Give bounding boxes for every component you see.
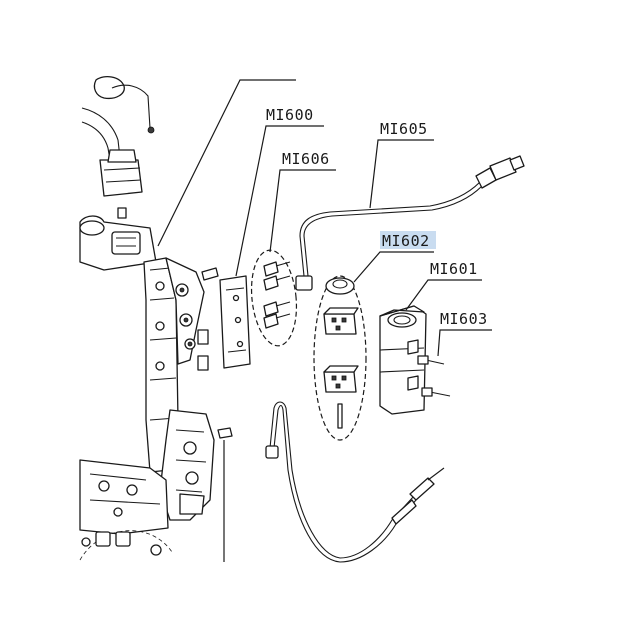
label-mi603: MI603 [440, 310, 488, 328]
mi605-sensor-cable [295, 155, 525, 291]
mi603-leader-line [437, 329, 492, 357]
temperature-probe [265, 401, 445, 563]
label-mi606: MI606 [282, 150, 330, 168]
label-mi602: MI602 [382, 232, 430, 250]
mi601-leader-line [405, 279, 482, 311]
label-mi600: MI600 [266, 106, 314, 124]
frame-assembly [79, 75, 233, 561]
mi605-leader-line [369, 139, 434, 209]
mi602-leader-line [353, 251, 434, 283]
mi602-seal-kit [313, 275, 367, 441]
mi601-heater-block [379, 305, 427, 415]
mi606-leader-line [269, 169, 336, 253]
mi600-leader-line [235, 125, 324, 277]
mi603-screws [417, 355, 451, 397]
mi606-screw-set [250, 249, 298, 347]
label-mi601: MI601 [430, 260, 478, 278]
frame-leader-line [157, 79, 296, 247]
mi600-gasket-plate [219, 275, 251, 369]
label-mi605: MI605 [380, 120, 428, 138]
label-mi602-highlight [380, 231, 436, 249]
